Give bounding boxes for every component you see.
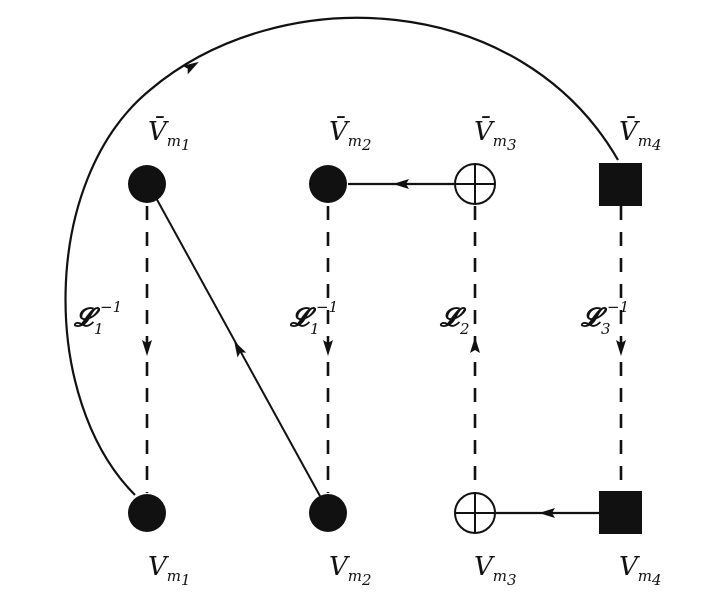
diagonal-arrow — [234, 340, 247, 358]
node-bottom-2-filled-circle — [309, 494, 347, 532]
dashed-verticals — [145, 206, 623, 493]
node-top-3-circled-plus — [454, 163, 496, 205]
operator-label-col2: 𝓛 1 −1 — [289, 298, 338, 338]
svg-text:2: 2 — [459, 320, 470, 338]
svg-text:1: 1 — [94, 320, 104, 338]
dashed-arrow-col4 — [616, 340, 626, 356]
label-bottom-3: Vm3 — [474, 552, 517, 589]
node-bottom-4-filled-square — [599, 491, 642, 534]
svg-text:V̄m1: V̄m1 — [148, 115, 191, 154]
svg-text:−1: −1 — [100, 298, 122, 316]
arc-edge-bottom1-to-top4 — [64, 16, 619, 496]
node-top-1-filled-circle — [128, 165, 166, 203]
svg-text:−1: −1 — [607, 298, 629, 316]
svg-text:3: 3 — [601, 320, 611, 338]
operator-label-col3: 𝓛 2 — [439, 303, 470, 338]
label-bottom-1: Vm1 — [148, 552, 191, 589]
horizontal-bottom-arrow — [539, 508, 555, 518]
dashed-arrow-col2 — [323, 340, 333, 356]
svg-text:V̄m4: V̄m4 — [619, 115, 662, 154]
horizontal-top-arrow — [393, 179, 409, 189]
dashed-arrow-col3 — [470, 337, 480, 353]
label-top-3: V̄m3 — [474, 115, 517, 154]
operator-label-col1: 𝓛 1 −1 — [73, 298, 122, 338]
label-bottom-2: Vm2 — [329, 552, 372, 589]
svg-text:Vm1: Vm1 — [148, 552, 191, 589]
svg-text:Vm4: Vm4 — [619, 552, 662, 589]
svg-text:Vm3: Vm3 — [474, 552, 517, 589]
svg-text:V̄m2: V̄m2 — [329, 115, 372, 154]
svg-text:Vm2: Vm2 — [329, 552, 372, 589]
label-top-1: V̄m1 — [148, 115, 191, 154]
label-bottom-4: Vm4 — [619, 552, 662, 589]
node-top-2-filled-circle — [309, 165, 347, 203]
node-top-4-filled-square — [599, 163, 642, 206]
dashed-arrow-col1 — [142, 340, 152, 356]
label-top-4: V̄m4 — [619, 115, 662, 154]
arc-arrow-marker — [182, 61, 199, 75]
svg-text:−1: −1 — [316, 298, 338, 316]
svg-text:V̄m3: V̄m3 — [474, 115, 517, 154]
svg-text:1: 1 — [310, 320, 320, 338]
label-top-2: V̄m2 — [329, 115, 372, 154]
node-bottom-3-circled-plus — [454, 492, 496, 534]
node-bottom-1-filled-circle — [128, 494, 166, 532]
